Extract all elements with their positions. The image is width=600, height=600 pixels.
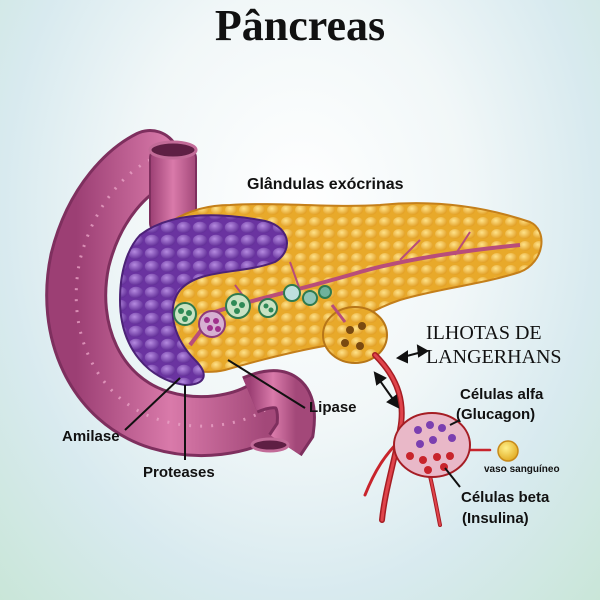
- label-amilase: Amilase: [62, 428, 120, 445]
- duodenum: [45, 129, 316, 458]
- label-ilhotas-line2: LANGERHANS: [426, 346, 562, 368]
- label-vaso-sanguineo: vaso sanguíneo: [484, 464, 560, 475]
- islet-clusters: [173, 284, 332, 338]
- label-proteases: Proteases: [143, 464, 215, 481]
- label-celulas-alfa: Células alfa: [460, 386, 544, 403]
- islet-of-langerhans: [393, 412, 519, 478]
- magnified-lobule: [322, 304, 388, 364]
- label-insulina: (Insulina): [462, 510, 529, 527]
- label-glandulas-exocrinas: Glândulas exócrinas: [247, 176, 404, 193]
- acinar-cells-region: [118, 214, 288, 387]
- label-celulas-beta: Células beta: [461, 489, 550, 506]
- diagram-title: Pâncreas: [214, 1, 386, 50]
- annotation-arrows: [124, 344, 461, 488]
- label-ilhotas-line1: ILHOTAS DE: [426, 322, 542, 344]
- label-glucagon: (Glucagon): [456, 406, 536, 423]
- label-lipase: Lipase: [309, 399, 357, 416]
